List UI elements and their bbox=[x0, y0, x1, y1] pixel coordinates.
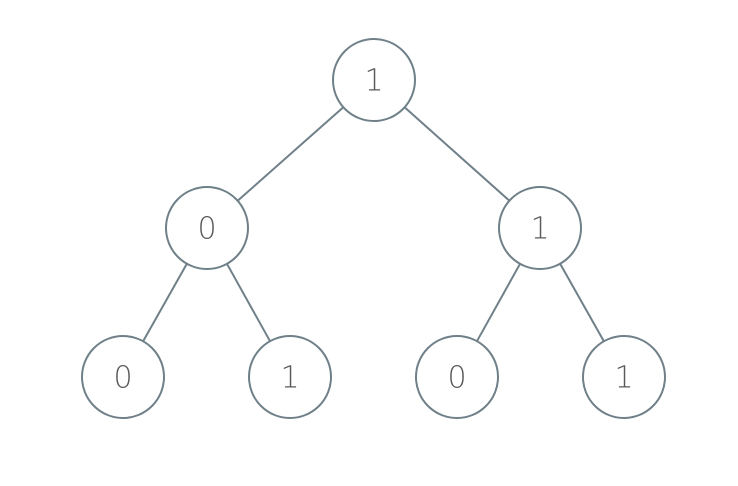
nodes-layer: 1 0 1 0 1 0 1 bbox=[81, 38, 666, 419]
node-label-rr: 1 bbox=[614, 361, 633, 396]
node-circle-ll bbox=[81, 335, 165, 419]
edges-layer bbox=[142, 106, 605, 342]
edge-r-rr bbox=[559, 263, 605, 342]
node-label-root: 1 bbox=[364, 64, 383, 99]
node-label-l: 0 bbox=[197, 212, 216, 247]
tree-node-root: 1 bbox=[332, 38, 416, 122]
node-circle-root bbox=[332, 38, 416, 122]
tree-node-rl: 0 bbox=[415, 335, 499, 419]
tree-node-rr: 1 bbox=[582, 335, 666, 419]
node-circle-rl bbox=[415, 335, 499, 419]
node-label-rl: 0 bbox=[447, 361, 466, 396]
edge-r-rl bbox=[476, 263, 521, 342]
edge-l-lr bbox=[226, 263, 271, 342]
tree-node-r: 1 bbox=[498, 186, 582, 270]
edge-root-l bbox=[237, 106, 344, 202]
node-circle-lr bbox=[248, 335, 332, 419]
node-label-lr: 1 bbox=[280, 361, 299, 396]
node-circle-rr bbox=[582, 335, 666, 419]
node-circle-r bbox=[498, 186, 582, 270]
node-circle-l bbox=[165, 186, 249, 270]
node-label-ll: 0 bbox=[113, 361, 132, 396]
tree-node-lr: 1 bbox=[248, 335, 332, 419]
tree-node-ll: 0 bbox=[81, 335, 165, 419]
tree-node-l: 0 bbox=[165, 186, 249, 270]
edge-root-r bbox=[403, 106, 511, 202]
node-label-r: 1 bbox=[530, 212, 549, 247]
edge-l-ll bbox=[142, 263, 188, 342]
